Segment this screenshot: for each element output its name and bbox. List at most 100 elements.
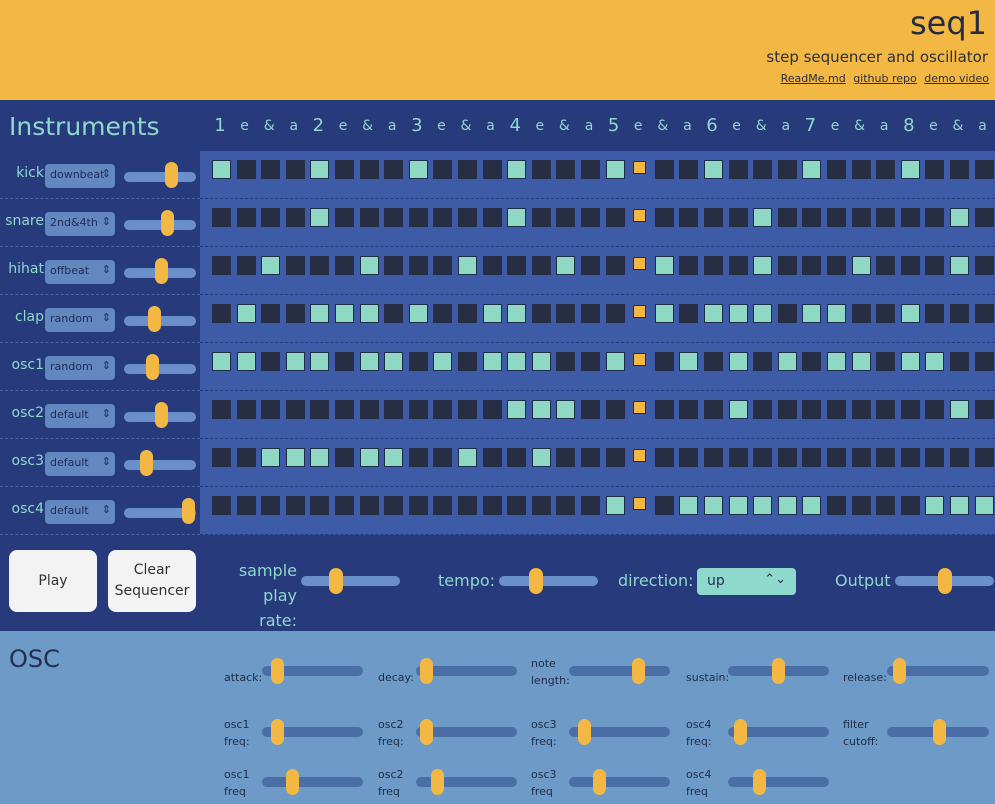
step-cell-on[interactable] [974,496,994,515]
step-cell-on[interactable] [827,352,846,371]
step-cell-on[interactable] [950,208,969,227]
step-cell-off[interactable] [507,496,527,515]
step-cell-off[interactable] [458,160,477,179]
step-cell-off[interactable] [851,208,871,227]
step-cell-off[interactable] [335,256,354,275]
step-cell-off[interactable] [974,256,994,275]
step-cell-on[interactable] [408,160,428,179]
step-cell-off[interactable] [359,496,379,515]
step-cell-on[interactable] [605,160,625,179]
step-cell-off[interactable] [482,160,502,179]
github-link[interactable]: github repo [853,72,917,85]
step-cell-off[interactable] [236,208,256,227]
step-cell-off[interactable] [679,400,699,419]
osc-param-slider[interactable] [416,666,517,676]
step-cell-current[interactable] [633,257,647,270]
step-cell-off[interactable] [458,496,477,515]
osc-param-slider-thumb[interactable] [893,658,907,684]
step-cell-off[interactable] [974,208,994,227]
step-cell-off[interactable] [704,448,723,467]
osc-param-slider[interactable] [887,666,989,676]
step-cell-off[interactable] [556,496,576,515]
step-cell-on[interactable] [704,496,723,515]
step-cell-off[interactable] [704,400,723,419]
volume-slider-thumb[interactable] [146,354,160,380]
step-cell-off[interactable] [802,400,822,419]
step-cell-off[interactable] [851,304,871,323]
step-cell-off[interactable] [777,400,797,419]
volume-slider[interactable] [124,364,196,374]
step-cell-off[interactable] [654,160,674,179]
step-cell-current[interactable] [633,401,647,414]
osc-param-slider-thumb[interactable] [577,719,591,745]
step-cell-on[interactable] [285,448,305,467]
step-cell-off[interactable] [876,352,896,371]
osc-param-slider-thumb[interactable] [632,658,646,684]
step-cell-off[interactable] [679,256,699,275]
volume-slider-thumb[interactable] [154,258,168,284]
step-cell-off[interactable] [950,160,969,179]
osc-param-slider-thumb[interactable] [772,658,785,684]
step-cell-off[interactable] [925,400,945,419]
step-cell-off[interactable] [310,256,330,275]
step-cell-on[interactable] [261,448,281,467]
step-cell-on[interactable] [753,496,773,515]
osc-param-slider-thumb[interactable] [592,769,606,795]
step-cell-off[interactable] [212,304,231,323]
step-cell-off[interactable] [827,496,846,515]
step-cell-off[interactable] [679,304,699,323]
step-cell-off[interactable] [531,304,551,323]
step-cell-off[interactable] [581,400,600,419]
volume-slider-thumb[interactable] [161,210,175,236]
step-cell-off[interactable] [531,496,551,515]
step-cell-off[interactable] [777,208,797,227]
step-cell-off[interactable] [236,256,256,275]
step-cell-on[interactable] [531,448,551,467]
step-cell-off[interactable] [974,448,994,467]
step-cell-off[interactable] [728,160,748,179]
step-cell-off[interactable] [753,400,773,419]
step-cell-off[interactable] [531,256,551,275]
step-cell-off[interactable] [384,496,404,515]
step-cell-off[interactable] [925,448,945,467]
step-cell-off[interactable] [310,496,330,515]
step-cell-on[interactable] [827,304,846,323]
osc-param-slider-thumb[interactable] [420,658,434,684]
volume-slider-thumb[interactable] [148,306,162,332]
step-cell-on[interactable] [507,304,527,323]
step-cell-off[interactable] [802,208,822,227]
preset-select[interactable]: default⇕ [45,500,115,524]
osc-param-slider[interactable] [262,777,363,787]
step-cell-off[interactable] [876,256,896,275]
step-cell-off[interactable] [851,160,871,179]
step-cell-off[interactable] [900,496,920,515]
step-cell-off[interactable] [359,400,379,419]
step-cell-on[interactable] [482,352,502,371]
step-cell-off[interactable] [605,208,625,227]
osc-param-slider[interactable] [728,727,829,737]
step-cell-on[interactable] [335,304,354,323]
step-cell-off[interactable] [212,496,231,515]
step-cell-off[interactable] [507,448,527,467]
step-cell-current[interactable] [633,449,647,462]
step-cell-off[interactable] [556,448,576,467]
step-cell-on[interactable] [310,352,330,371]
step-cell-off[interactable] [261,400,281,419]
preset-select[interactable]: downbeat⇕ [45,164,115,188]
step-cell-off[interactable] [556,352,576,371]
step-cell-off[interactable] [974,304,994,323]
step-cell-off[interactable] [581,208,600,227]
step-cell-off[interactable] [974,400,994,419]
step-cell-off[interactable] [531,160,551,179]
step-cell-off[interactable] [458,304,477,323]
step-cell-off[interactable] [359,208,379,227]
preset-select[interactable]: 2nd&4th⇕ [45,212,115,236]
step-cell-off[interactable] [335,448,354,467]
step-cell-off[interactable] [654,496,674,515]
step-cell-on[interactable] [728,352,748,371]
osc-param-slider-thumb[interactable] [270,719,284,745]
step-cell-off[interactable] [679,208,699,227]
step-cell-off[interactable] [950,352,969,371]
step-cell-off[interactable] [900,448,920,467]
step-cell-on[interactable] [359,448,379,467]
